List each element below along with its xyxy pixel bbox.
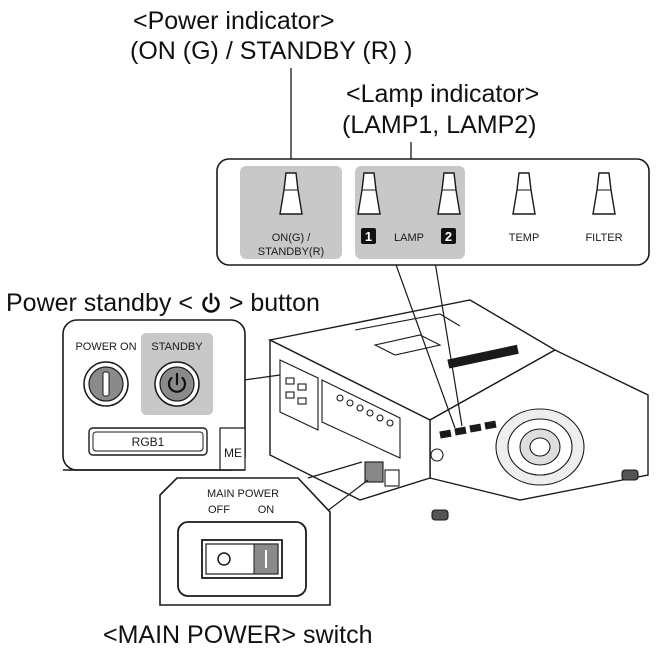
- svg-text:RGB1: RGB1: [132, 435, 165, 449]
- main-power-on-label: ON: [258, 504, 275, 516]
- filter-label: FILTER: [585, 232, 622, 244]
- power-on-button[interactable]: [83, 361, 129, 407]
- standby-button[interactable]: [154, 361, 200, 407]
- power-standby-icon: [200, 291, 222, 313]
- svg-text:ME: ME: [224, 446, 242, 460]
- main-power-off-label: OFF: [208, 504, 230, 516]
- standby-button-prefix: Power standby <: [6, 289, 193, 317]
- standby-label: STANDBY: [151, 341, 203, 353]
- standby-button-icon: [167, 376, 187, 393]
- indicator-panel-leader-b: [434, 261, 463, 427]
- main-power-leader-a: [307, 461, 363, 479]
- on-standby-label-line1: ON(G) /: [272, 232, 311, 244]
- button-panel-leader: [243, 374, 281, 381]
- lamp-label: LAMP: [394, 232, 424, 244]
- lamp1-badge: [361, 228, 376, 244]
- lamp1-badge-text: 1: [365, 229, 372, 244]
- projector-details: [279, 313, 639, 521]
- on-standby-label-line2: STANDBY(R): [258, 246, 324, 258]
- lamp2-badge: [441, 228, 456, 244]
- power-indicator-title: <Power indicator>: [133, 7, 335, 35]
- main-power-panel: MAIN POWER OFF ON: [159, 477, 331, 606]
- main-power-title: MAIN POWER: [207, 488, 279, 500]
- main-power-leader-b: [325, 479, 369, 513]
- standby-button-suffix: > button: [228, 289, 320, 317]
- lamp-indicator-detail: (LAMP1, LAMP2): [342, 111, 537, 139]
- power-on-label: POWER ON: [75, 341, 136, 353]
- lamp-indicator-title: <Lamp indicator>: [346, 80, 540, 108]
- indicator-panel-leader-a: [394, 261, 456, 429]
- temp-label: TEMP: [509, 232, 540, 244]
- standby-button-callout: Power standby < > button: [6, 288, 320, 318]
- main-power-switch-callout: <MAIN POWER> switch: [103, 621, 373, 649]
- power-on-bar-icon: [102, 371, 110, 397]
- rgb1-button[interactable]: RGB1: [88, 427, 208, 456]
- projector-body: [267, 299, 649, 501]
- power-indicator-detail: (ON (G) / STANDBY (R) ): [130, 37, 413, 65]
- button-panel: POWER ON STANDBY RGB1: [62, 319, 246, 471]
- main-power-rocker-switch[interactable]: [177, 521, 307, 597]
- menu-button-partial[interactable]: ME: [219, 427, 246, 471]
- lamp-indicator-highlight: [355, 166, 465, 259]
- lamp2-badge-text: 2: [445, 229, 452, 244]
- indicator-panel: 1 2 ON(G) / STANDBY(R) LAMP TEMP FILTER: [216, 158, 650, 266]
